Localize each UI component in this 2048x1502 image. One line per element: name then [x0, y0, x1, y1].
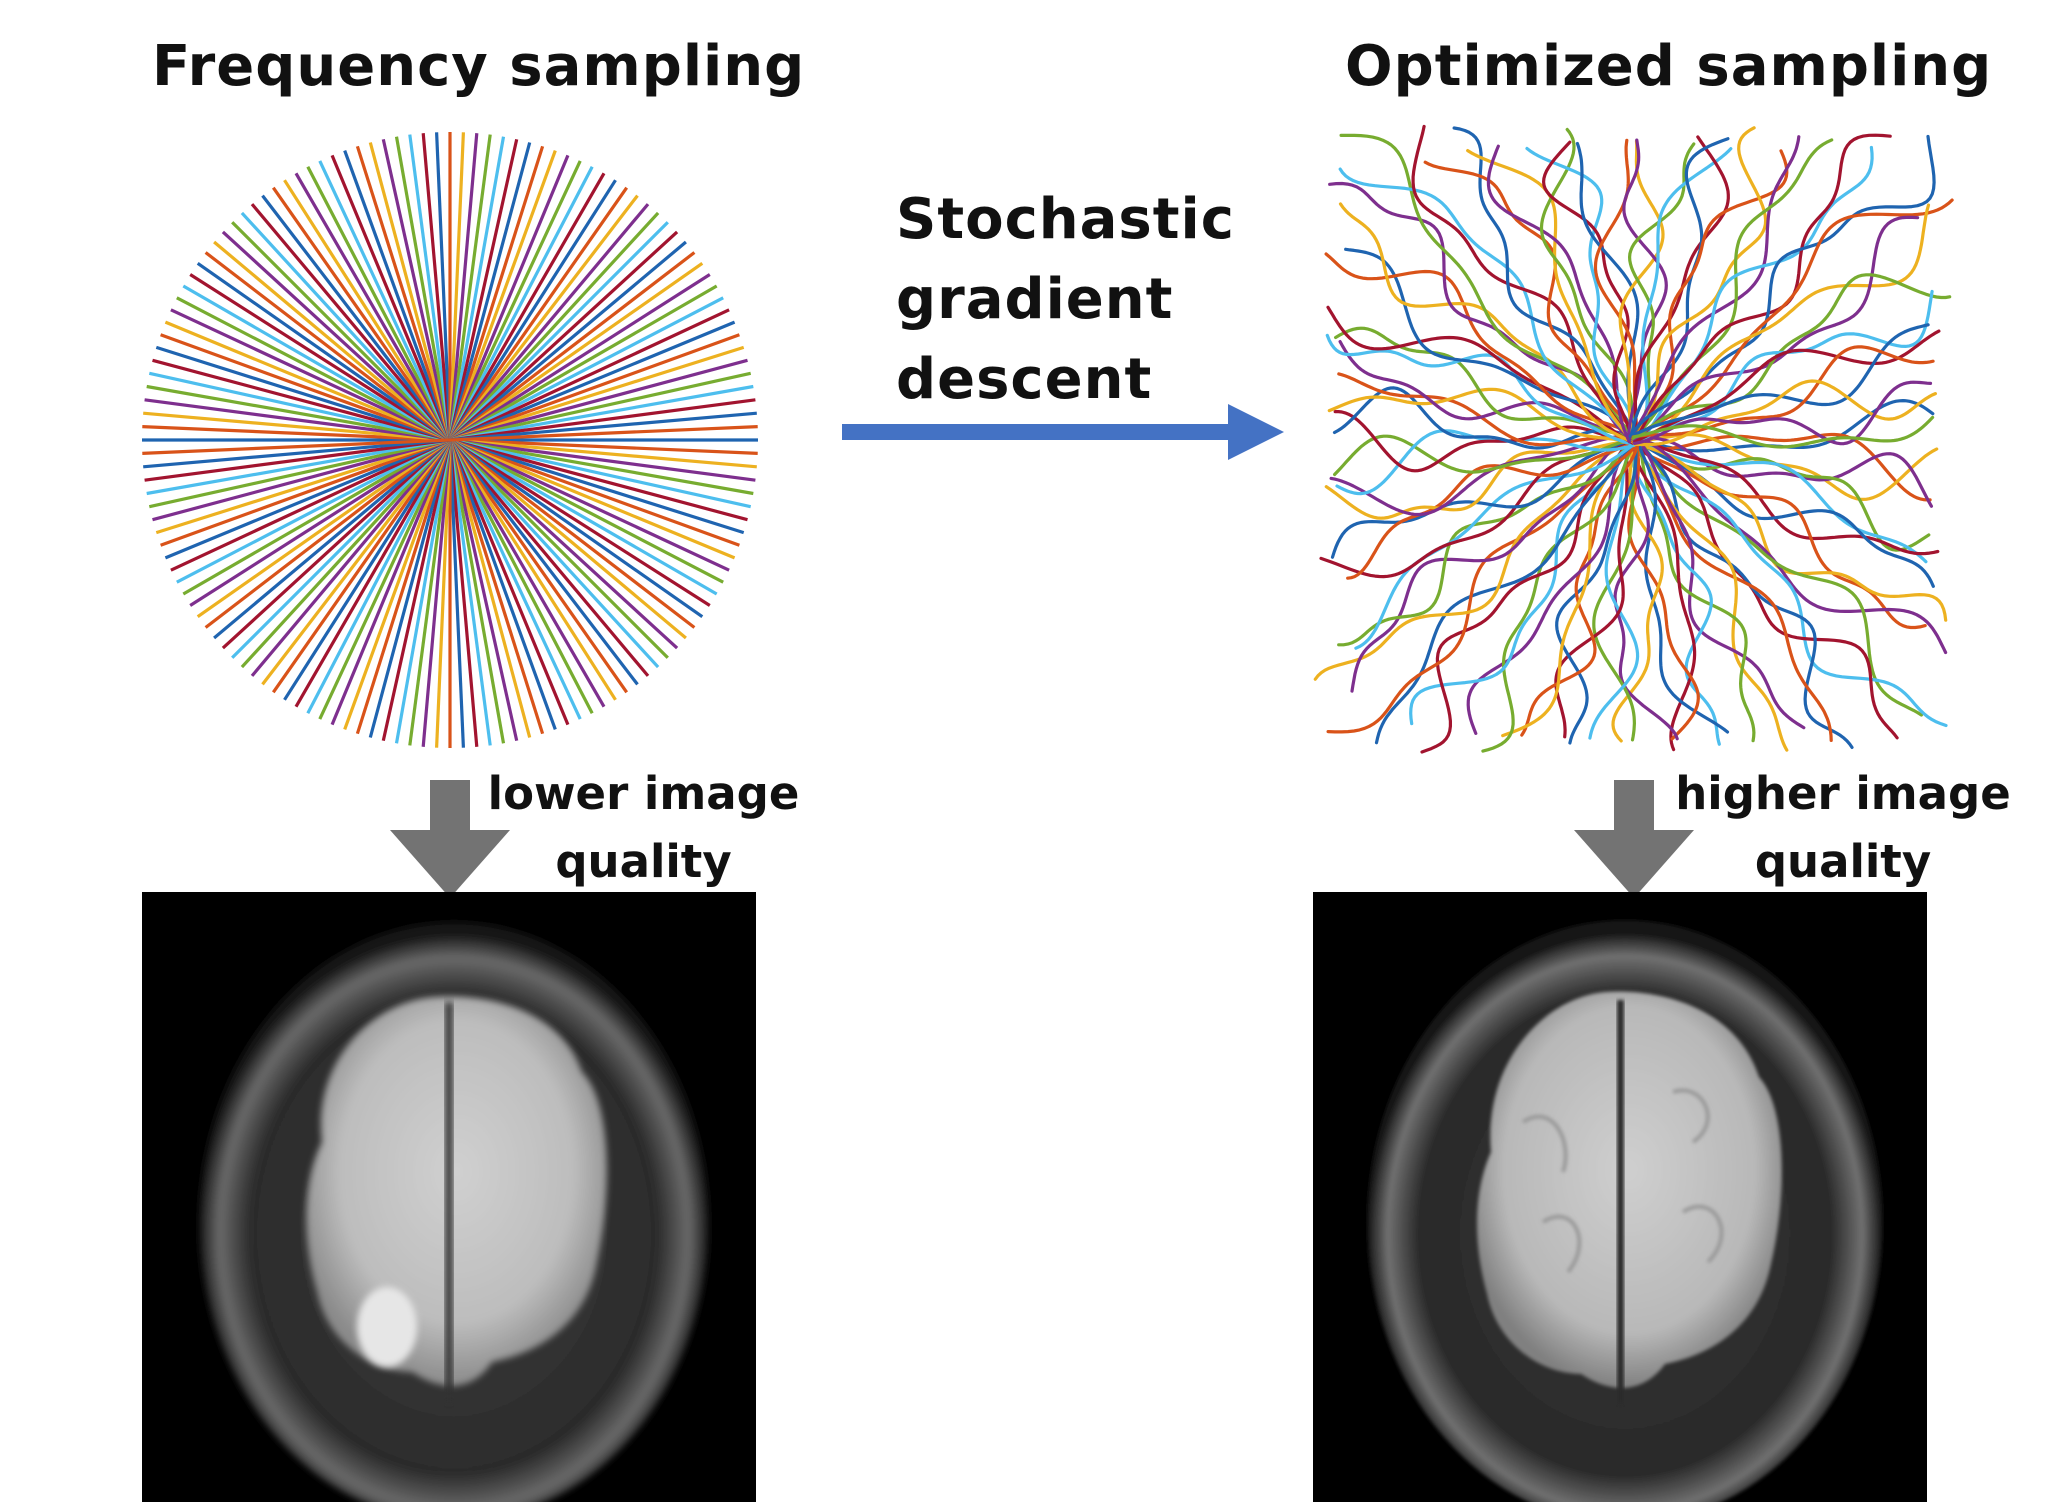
optimized-trajectory — [1354, 441, 1638, 650]
optimized-trajectory — [1411, 124, 1633, 444]
optimized-trajectory — [1333, 434, 1636, 477]
optimized-trajectory — [1637, 147, 1733, 443]
optimized-trajectory — [1633, 435, 1940, 556]
optimized-trajectory — [1592, 438, 1639, 742]
optimized-trajectory — [1338, 202, 1634, 444]
optimized-trajectory — [1633, 434, 1933, 508]
higher-quality-label: higher image quality — [1658, 760, 2028, 896]
optimized-trajectory — [1631, 345, 1935, 439]
optimized-trajectory — [1631, 138, 1834, 442]
optimized-trajectory — [1636, 436, 1806, 730]
optimized-trajectory — [1329, 433, 1635, 517]
brain-scan-high-quality — [1367, 920, 1883, 1502]
optimized-trajectory — [1466, 437, 1633, 735]
optimized-trajectory — [1635, 437, 1730, 734]
optimized-trajectory — [1632, 415, 1935, 449]
optimized-trajectory — [1481, 439, 1637, 753]
brain-scan-low-quality — [199, 922, 709, 1502]
optimized-trajectory — [1335, 429, 1636, 496]
mri-reconstruction-frequency — [142, 892, 756, 1502]
sgd-label-line2: gradient — [896, 267, 1174, 332]
optimized-trajectory — [1338, 167, 1635, 443]
radial-spoke — [142, 425, 758, 455]
optimized-trajectory — [1622, 138, 1668, 442]
higher-quality-line2: quality — [1754, 835, 1932, 888]
optimized-trajectory — [1631, 438, 1899, 740]
optimized-trajectory — [1466, 149, 1634, 443]
right-arrow-icon — [842, 404, 1284, 460]
optimized-trajectory — [1452, 126, 1638, 440]
optimized-trajectory — [1631, 198, 1954, 441]
optimized-trajectory — [1337, 372, 1636, 447]
sgd-label-line3: descent — [896, 347, 1153, 412]
higher-quality-line1: higher image — [1675, 767, 2011, 820]
radial-sampling-pattern — [142, 132, 758, 748]
mri-reconstruction-optimized — [1313, 892, 1927, 1502]
optimized-trajectory — [1634, 436, 1923, 717]
optimized-trajectory — [1344, 247, 1638, 438]
optimized-trajectory — [1628, 439, 1721, 746]
optimized-trajectory — [1633, 149, 1789, 442]
optimized-trajectory — [1420, 436, 1633, 754]
optimized-trajectory — [1628, 134, 1936, 438]
optimized-trajectory — [1629, 135, 1801, 440]
lower-quality-line2: quality — [555, 835, 732, 888]
optimized-trajectory — [1423, 160, 1640, 440]
optimized-trajectory — [1629, 137, 1730, 441]
optimized-trajectory — [1324, 439, 1636, 520]
sgd-label-line1: Stochastic — [896, 187, 1235, 252]
optimized-trajectory — [1332, 386, 1636, 450]
optimized-trajectory — [1632, 437, 1935, 588]
optimized-trajectory — [1333, 410, 1636, 473]
optimized-trajectory — [1330, 437, 1636, 559]
optimized-trajectory — [1374, 439, 1637, 745]
optimized-trajectory — [1634, 203, 1931, 445]
optimized-trajectory — [1588, 438, 1640, 740]
optimized-trajectory — [1633, 379, 1937, 447]
optimized-sampling-pattern — [1313, 124, 1954, 754]
optimized-trajectory — [1338, 340, 1637, 440]
optimized-trajectory — [1632, 432, 1932, 502]
optimized-trajectory — [1632, 215, 1920, 442]
optimized-trajectory — [1346, 441, 1637, 580]
optimized-trajectory — [1327, 387, 1636, 444]
optimized-trajectory — [1632, 380, 1933, 446]
optimized-trajectory — [1631, 439, 1928, 564]
down-arrow-icon — [1574, 780, 1694, 898]
optimized-trajectory — [1324, 252, 1638, 439]
optimized-sampling-title: Optimized sampling — [1345, 34, 1993, 99]
frequency-sampling-title: Frequency sampling — [152, 34, 806, 99]
optimized-trajectory — [1636, 145, 1874, 445]
optimized-trajectory — [1486, 144, 1632, 444]
optimized-trajectory — [1313, 438, 1636, 681]
lower-quality-label: lower image quality — [476, 760, 811, 896]
optimized-trajectory — [1631, 273, 1952, 440]
optimized-trajectory — [1630, 440, 1948, 728]
optimized-trajectory — [1628, 439, 1697, 752]
down-arrow-icon — [390, 780, 510, 898]
optimized-trajectory — [1618, 139, 1665, 442]
optimized-trajectory — [1326, 442, 1640, 734]
optimized-trajectory — [1542, 140, 1634, 442]
lower-quality-line1: lower image — [487, 767, 800, 820]
